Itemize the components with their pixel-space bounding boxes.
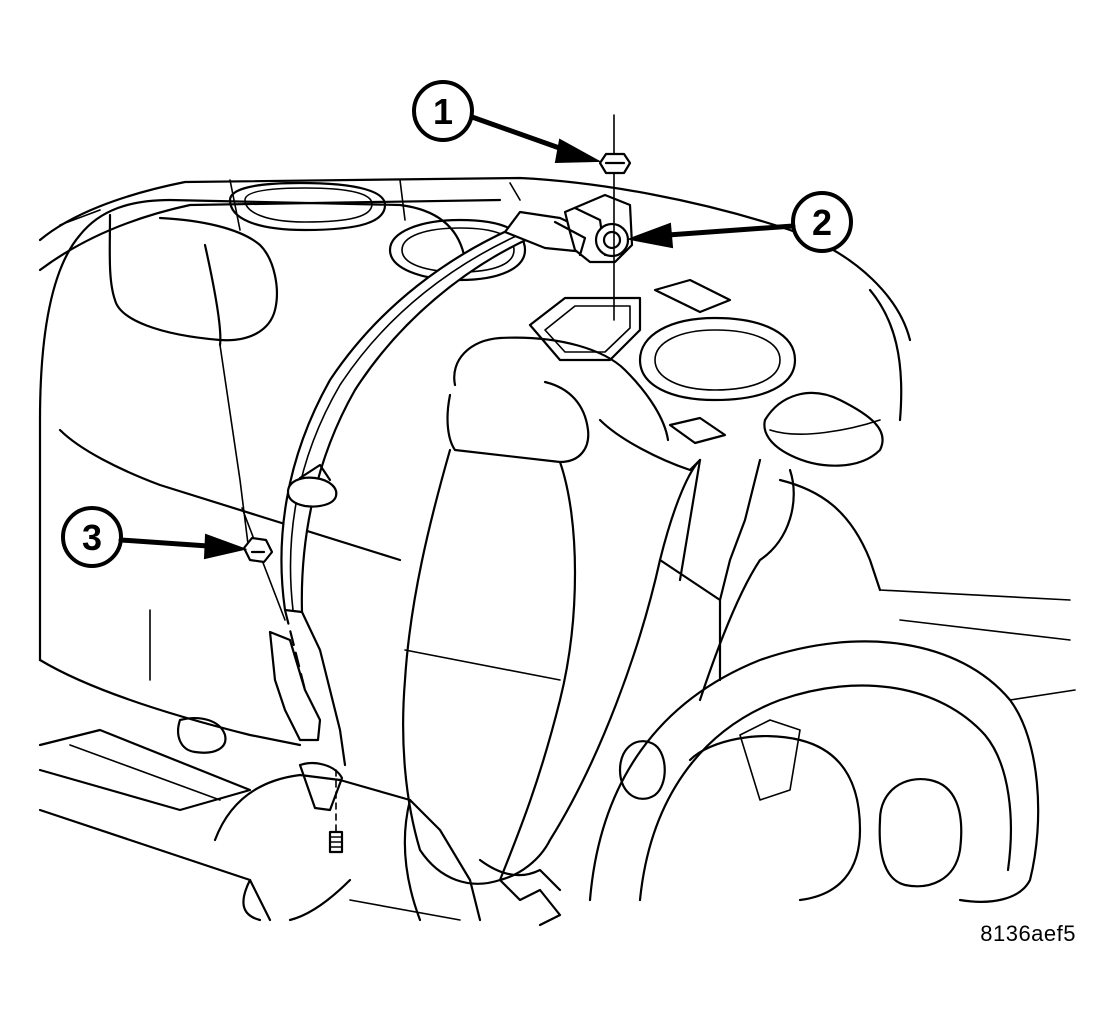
- callout-3-arrowhead: [203, 533, 248, 560]
- callout-2-label: 2: [812, 202, 832, 243]
- upper-belt-anchor: [503, 193, 634, 264]
- callout-3: 3: [61, 506, 248, 568]
- callout-2-arrowhead: [626, 222, 674, 249]
- nut-3: [241, 507, 286, 621]
- wheel-house: [588, 640, 1076, 903]
- figure-code: 8136aef5: [980, 921, 1076, 946]
- callout-3-label: 3: [82, 517, 102, 558]
- callout-1: 1: [412, 80, 602, 164]
- anchor-stud: [328, 769, 344, 854]
- rear-seat-back-right: [402, 336, 722, 927]
- rear-seat-back-left: [38, 198, 467, 754]
- callout-1-arrowhead: [554, 138, 602, 164]
- callout-2: 2: [626, 191, 853, 253]
- nut-1: [598, 114, 632, 321]
- rear-package-shelf: [38, 176, 912, 445]
- quarter-trim-panel: [678, 391, 1071, 702]
- callout-1-label: 1: [433, 91, 453, 132]
- seat-belt-webbing: [268, 223, 532, 812]
- seat-cushion-floor: [38, 728, 482, 922]
